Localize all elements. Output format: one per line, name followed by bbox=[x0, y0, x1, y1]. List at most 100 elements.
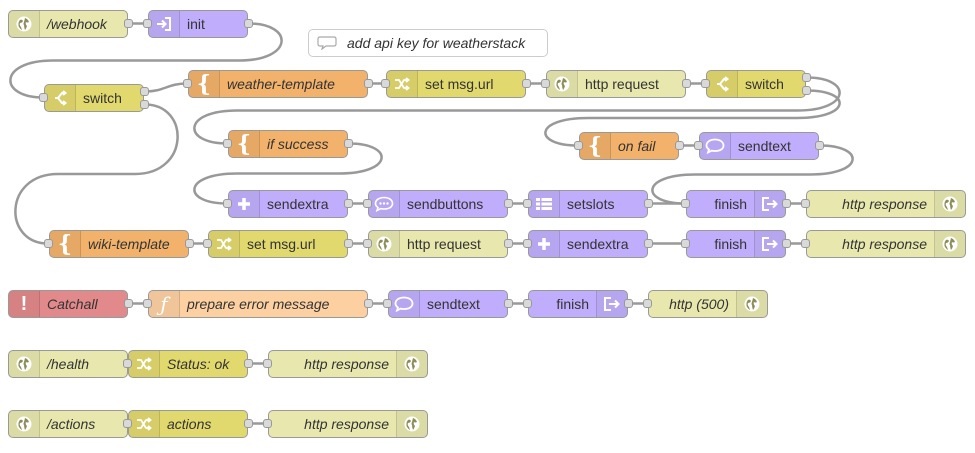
node-http-response2[interactable]: http response bbox=[806, 230, 966, 258]
node-finish2[interactable]: finish bbox=[686, 230, 786, 258]
output-port[interactable] bbox=[675, 141, 684, 150]
output-port[interactable] bbox=[124, 299, 133, 308]
output-port[interactable] bbox=[522, 79, 531, 88]
output-port[interactable] bbox=[815, 141, 824, 150]
node-switch2[interactable]: switch bbox=[706, 70, 806, 98]
node-webhook-in[interactable]: /webhook bbox=[8, 10, 128, 38]
input-port[interactable] bbox=[523, 199, 532, 208]
node-set-url1[interactable]: set msg.url bbox=[386, 70, 526, 98]
node-sendbuttons[interactable]: sendbuttons bbox=[368, 190, 508, 218]
input-port[interactable] bbox=[143, 299, 152, 308]
output-port[interactable] bbox=[644, 199, 653, 208]
input-port[interactable] bbox=[574, 141, 583, 150]
input-port[interactable] bbox=[801, 199, 810, 208]
comment-node[interactable]: add api key for weatherstack bbox=[308, 29, 548, 57]
output-port[interactable] bbox=[624, 299, 633, 308]
input-port[interactable] bbox=[541, 79, 550, 88]
input-port[interactable] bbox=[183, 79, 192, 88]
input-port[interactable] bbox=[363, 199, 372, 208]
output-port[interactable] bbox=[244, 19, 253, 28]
wire[interactable] bbox=[193, 76, 841, 145]
input-port[interactable] bbox=[123, 419, 132, 428]
node-sendextra1[interactable]: sendextra bbox=[228, 190, 348, 218]
input-port[interactable] bbox=[44, 239, 53, 248]
node-label: http response bbox=[304, 416, 389, 432]
node-http-request1[interactable]: http request bbox=[546, 70, 686, 98]
input-port[interactable] bbox=[203, 239, 212, 248]
node-if-success[interactable]: {if success bbox=[228, 130, 348, 158]
node-finish1[interactable]: finish bbox=[686, 190, 786, 218]
node-sendtext2[interactable]: sendtext bbox=[388, 290, 508, 318]
switch-icon bbox=[707, 71, 738, 97]
node-http-response3[interactable]: http response bbox=[268, 350, 428, 378]
input-port[interactable] bbox=[681, 199, 690, 208]
wire[interactable] bbox=[544, 89, 841, 147]
output-port[interactable] bbox=[185, 239, 194, 248]
wire[interactable] bbox=[14, 103, 179, 245]
node-init[interactable]: init bbox=[148, 10, 248, 38]
output-port[interactable] bbox=[782, 239, 791, 248]
wire[interactable] bbox=[144, 82, 188, 93]
output-port[interactable] bbox=[782, 199, 791, 208]
input-port[interactable] bbox=[223, 139, 232, 148]
node-label: http request bbox=[585, 76, 659, 92]
node-label: actions bbox=[167, 416, 212, 432]
node-switch1[interactable]: switch bbox=[44, 84, 144, 112]
input-port[interactable] bbox=[123, 359, 132, 368]
output-port[interactable] bbox=[802, 73, 811, 82]
output-port[interactable] bbox=[244, 419, 253, 428]
output-port[interactable] bbox=[364, 79, 373, 88]
output-port[interactable] bbox=[124, 19, 133, 28]
node-wiki-template[interactable]: {wiki-template bbox=[49, 230, 189, 258]
output-port[interactable] bbox=[644, 239, 653, 248]
output-port[interactable] bbox=[364, 299, 373, 308]
input-port[interactable] bbox=[143, 19, 152, 28]
output-port[interactable] bbox=[504, 199, 513, 208]
node-actions-in[interactable]: /actions bbox=[8, 410, 128, 438]
node-http-response4[interactable]: http response bbox=[268, 410, 428, 438]
output-port[interactable] bbox=[344, 239, 353, 248]
input-port[interactable] bbox=[263, 419, 272, 428]
node-health-in[interactable]: /health bbox=[8, 350, 128, 378]
input-port[interactable] bbox=[694, 141, 703, 150]
input-port[interactable] bbox=[383, 299, 392, 308]
output-port[interactable] bbox=[802, 86, 811, 95]
node-on-fail[interactable]: {on fail bbox=[579, 132, 679, 160]
input-port[interactable] bbox=[263, 359, 272, 368]
output-port[interactable] bbox=[344, 139, 353, 148]
output-port[interactable] bbox=[504, 299, 513, 308]
input-port[interactable] bbox=[523, 239, 532, 248]
input-port[interactable] bbox=[523, 299, 532, 308]
output-port[interactable] bbox=[344, 199, 353, 208]
node-http-request2[interactable]: http request bbox=[368, 230, 508, 258]
input-port[interactable] bbox=[801, 239, 810, 248]
node-http-response1[interactable]: http response bbox=[806, 190, 966, 218]
wire[interactable] bbox=[193, 142, 383, 205]
node-weather-template[interactable]: {weather-template bbox=[188, 70, 368, 98]
input-port[interactable] bbox=[223, 199, 232, 208]
output-port[interactable] bbox=[140, 100, 149, 109]
input-port[interactable] bbox=[363, 239, 372, 248]
output-port[interactable] bbox=[140, 87, 149, 96]
input-port[interactable] bbox=[681, 239, 690, 248]
output-port[interactable] bbox=[682, 79, 691, 88]
node-set-url2[interactable]: set msg.url bbox=[208, 230, 348, 258]
node-sendextra2[interactable]: sendextra bbox=[528, 230, 648, 258]
node-finish3[interactable]: finish bbox=[528, 290, 628, 318]
wire[interactable] bbox=[651, 144, 854, 205]
node-http-500[interactable]: http (500) bbox=[648, 290, 768, 318]
node-status-ok[interactable]: Status: ok bbox=[128, 350, 248, 378]
input-port[interactable] bbox=[643, 299, 652, 308]
node-actions-change[interactable]: actions bbox=[128, 410, 248, 438]
input-port[interactable] bbox=[381, 79, 390, 88]
input-port[interactable] bbox=[39, 93, 48, 102]
node-setslots[interactable]: setslots bbox=[528, 190, 648, 218]
input-port[interactable] bbox=[701, 79, 710, 88]
output-port[interactable] bbox=[244, 359, 253, 368]
wire[interactable] bbox=[9, 22, 283, 99]
node-catchall[interactable]: !Catchall bbox=[8, 290, 128, 318]
node-sendtext1[interactable]: sendtext bbox=[699, 132, 819, 160]
output-port[interactable] bbox=[504, 239, 513, 248]
